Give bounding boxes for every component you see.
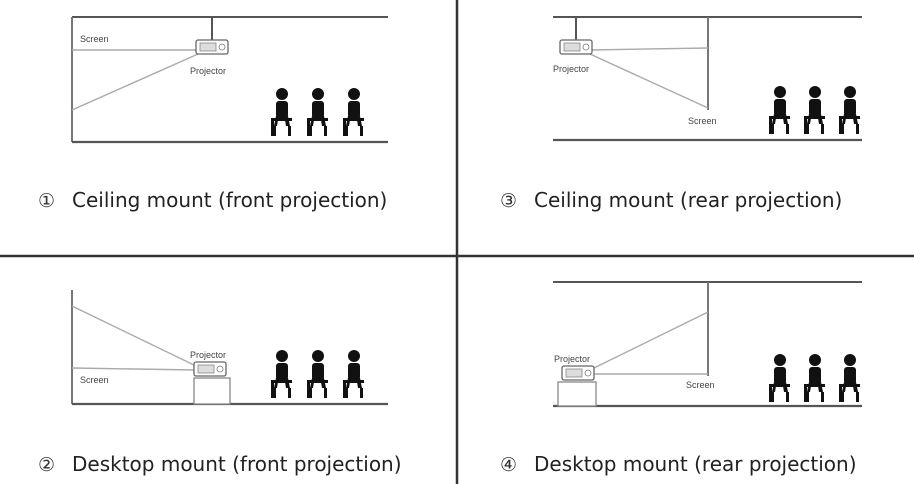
- projection-beam-lower: [589, 53, 709, 109]
- projector-icon: [561, 365, 595, 381]
- caption-number: ②: [38, 454, 56, 476]
- projection-beam-upper: [593, 311, 709, 369]
- audience-person: [307, 350, 328, 398]
- screen-label: Screen: [80, 34, 109, 44]
- audience-person: [839, 86, 860, 134]
- caption-text: Ceiling mount (front projection): [72, 188, 388, 212]
- projector-label: Projector: [553, 64, 589, 74]
- desk: [193, 377, 231, 405]
- projector-icon: [193, 361, 227, 377]
- audience-person: [271, 350, 292, 398]
- audience-person: [804, 86, 825, 134]
- projection-beam-upper: [71, 305, 197, 367]
- audience-person: [343, 350, 364, 398]
- caption-number: ①: [38, 190, 56, 212]
- panel-ceiling-front: Screen Projector: [71, 16, 388, 144]
- projector-icon: [195, 39, 229, 55]
- caption-text: Ceiling mount (rear projection): [534, 188, 843, 212]
- projector-label: Projector: [554, 354, 590, 364]
- audience-person: [769, 86, 790, 134]
- projector-label: Projector: [190, 350, 226, 360]
- caption-desktop-rear: ④ Desktop mount (rear projection): [500, 452, 857, 476]
- caption-number: ③: [500, 190, 518, 212]
- panel-desktop-rear: Projector Screen: [553, 281, 862, 408]
- audience-person: [343, 88, 364, 136]
- audience-person: [804, 354, 825, 402]
- caption-ceiling-rear: ③ Ceiling mount (rear projection): [500, 188, 842, 212]
- caption-text: Desktop mount (rear projection): [534, 452, 857, 476]
- panel-ceiling-rear: Projector Screen: [553, 16, 862, 142]
- projector-icon: [559, 39, 593, 55]
- audience-person: [769, 354, 790, 402]
- screen-label: Screen: [80, 375, 109, 385]
- audience-person: [271, 88, 292, 136]
- audience-person: [839, 354, 860, 402]
- caption-number: ④: [500, 454, 518, 476]
- caption-text: Desktop mount (front projection): [72, 452, 402, 476]
- projection-beam-lower: [71, 53, 199, 111]
- caption-ceiling-front: ① Ceiling mount (front projection): [38, 188, 387, 212]
- caption-desktop-front: ② Desktop mount (front projection): [38, 452, 402, 476]
- projection-beam-upper: [589, 47, 709, 51]
- projector-label: Projector: [190, 66, 226, 76]
- projection-beam-lower: [71, 367, 197, 371]
- panel-desktop-front: Projector Screen: [71, 290, 388, 406]
- audience-person: [307, 88, 328, 136]
- screen-label: Screen: [688, 116, 717, 126]
- desk: [557, 381, 597, 407]
- screen-label: Screen: [686, 380, 715, 390]
